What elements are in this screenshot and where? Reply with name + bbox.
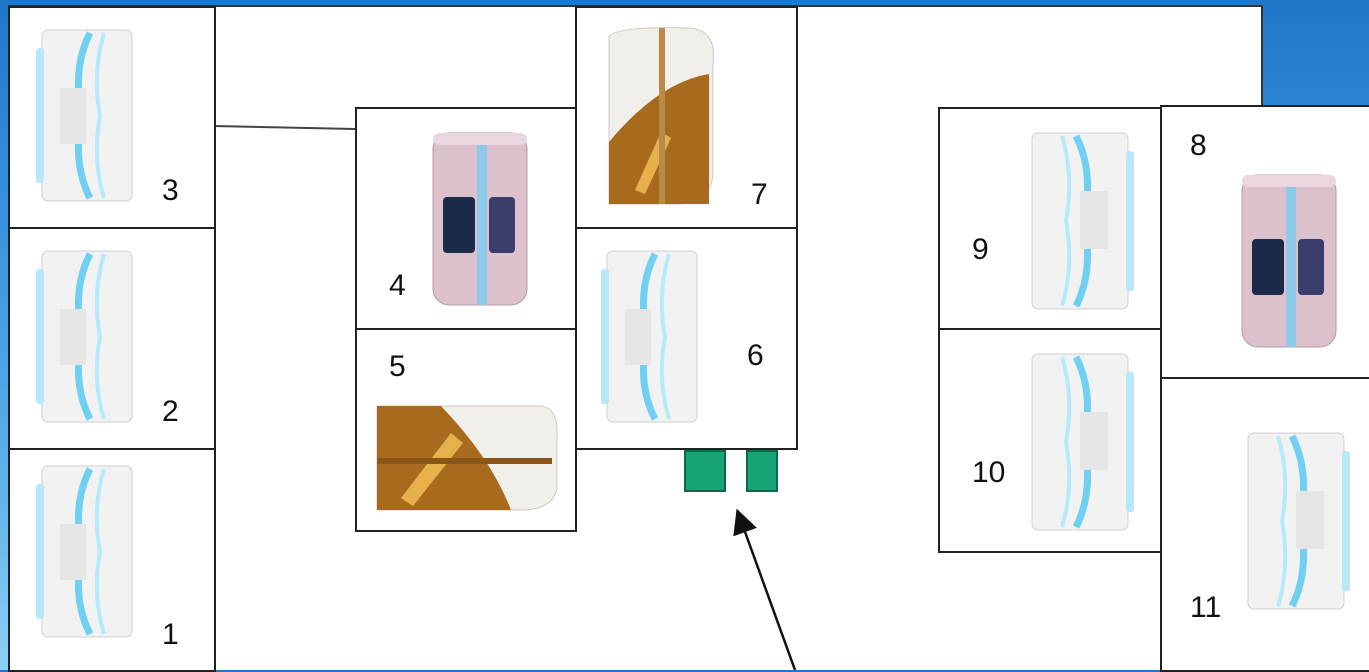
room-2[interactable]: 2 bbox=[8, 227, 216, 450]
white-blue-bed-icon bbox=[36, 250, 133, 423]
white-blue-bed-icon bbox=[601, 250, 698, 423]
room-11[interactable]: 11 bbox=[1160, 377, 1369, 672]
room-number: 6 bbox=[747, 339, 764, 372]
room-number: 10 bbox=[972, 456, 1006, 489]
room-number: 8 bbox=[1190, 129, 1207, 162]
room-number: 11 bbox=[1190, 591, 1222, 624]
room-4[interactable]: 4 bbox=[355, 107, 577, 330]
room-8[interactable]: 8 bbox=[1160, 105, 1369, 379]
room-number: 2 bbox=[162, 395, 179, 428]
gold-bed-icon bbox=[376, 405, 558, 511]
pink-standing-booth-icon bbox=[432, 132, 528, 306]
room-9[interactable]: 9 bbox=[938, 107, 1162, 330]
room-7[interactable]: 7 bbox=[575, 6, 798, 229]
room-number: 5 bbox=[389, 350, 406, 383]
white-blue-bed-icon bbox=[36, 465, 133, 638]
room-1[interactable]: 1 bbox=[8, 448, 216, 672]
room-10[interactable]: 10 bbox=[938, 328, 1162, 553]
pink-standing-booth-icon bbox=[1241, 174, 1337, 348]
room-3[interactable]: 3 bbox=[8, 6, 216, 229]
room-number: 7 bbox=[751, 178, 768, 211]
entrance-arrow-icon bbox=[733, 508, 797, 670]
gold-bed-icon bbox=[608, 27, 714, 205]
room-number: 9 bbox=[972, 233, 989, 266]
room-number: 1 bbox=[162, 618, 179, 651]
white-blue-bed-icon bbox=[1031, 353, 1134, 531]
room-5[interactable]: 5 bbox=[355, 328, 577, 532]
door-marker-icon bbox=[684, 450, 726, 492]
room-6[interactable]: 6 bbox=[575, 227, 798, 450]
white-blue-bed-icon bbox=[1247, 432, 1350, 610]
white-blue-bed-icon bbox=[36, 29, 133, 202]
room-number: 3 bbox=[162, 174, 179, 207]
white-blue-bed-icon bbox=[1031, 132, 1134, 310]
door-marker-icon bbox=[746, 450, 778, 492]
room-number: 4 bbox=[389, 269, 406, 302]
